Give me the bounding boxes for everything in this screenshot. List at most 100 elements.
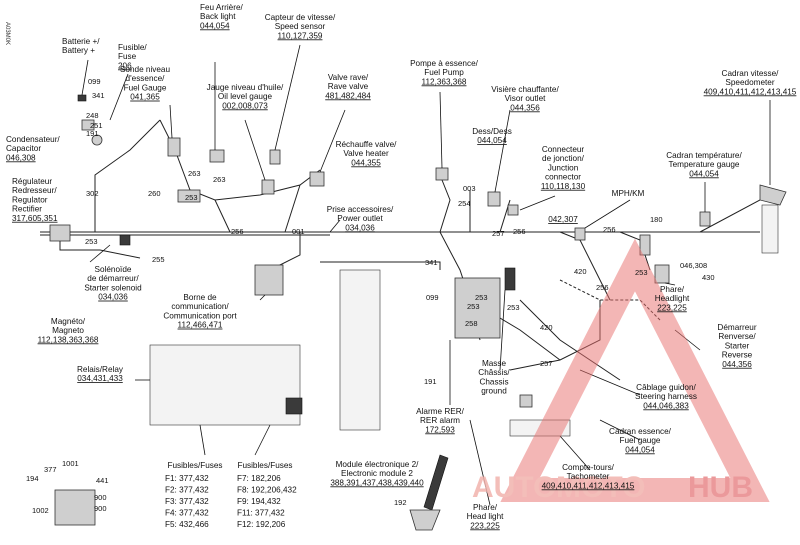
label-back-light-line: Back light xyxy=(200,12,236,21)
callout-number: 180 xyxy=(650,215,663,224)
callout-number: 253 xyxy=(475,293,488,302)
code-back-light: 044,054 xyxy=(200,21,230,30)
label-fuel-gauge-line: Cadran essence/ xyxy=(609,427,672,436)
callout-number: 194 xyxy=(26,474,39,483)
fusebox-bottom-icon xyxy=(54,489,96,526)
callout-number: 253 xyxy=(85,237,98,246)
label-junction-line: de jonction/ xyxy=(542,154,585,163)
label-rave-valve-line: Valve rave/ xyxy=(328,73,369,82)
callout-number: 248 xyxy=(86,111,99,120)
label-rer-alarm-line: RER alarm xyxy=(420,416,460,425)
callout-number: 003 xyxy=(463,184,476,193)
solenoid-connector-icon xyxy=(119,234,131,246)
callout-number: 263 xyxy=(213,175,226,184)
comm-port-icon xyxy=(254,264,284,296)
watermark-text-moto: MOTO xyxy=(556,471,645,504)
label-headlight-r-line: Headlight xyxy=(655,294,690,303)
code-speed-sensor: 110,127,359 xyxy=(278,31,323,40)
fuel-sender-icon xyxy=(167,137,181,157)
code-fuel-gauge: 044,054 xyxy=(625,445,655,454)
label-steering-harness-line: Câblage guidon/ xyxy=(636,383,696,392)
callout-number: 260 xyxy=(148,189,161,198)
label-oil-gauge-line: Oil level gauge xyxy=(218,92,273,101)
relay-icon xyxy=(285,397,303,415)
callout-number: 258 xyxy=(465,319,478,328)
label-chassis-ground-line: ground xyxy=(481,387,507,396)
label-temp-gauge-line: Temperature gauge xyxy=(668,160,739,169)
label-magneto-line: Magnéto/ xyxy=(51,317,86,326)
code-headlight-b: 223,225 xyxy=(470,521,500,530)
code-power-outlet: 034,036 xyxy=(345,223,375,232)
label-comm-port-line: Communication port xyxy=(163,311,237,320)
code-regulator: 317,605,351 xyxy=(12,214,58,223)
label-speedometer-line: Cadran vitesse/ xyxy=(722,69,780,78)
callout-number: 253 xyxy=(185,193,198,202)
label-capacitor-line: Capacitor xyxy=(6,144,41,153)
label-chassis-ground-line: Masse xyxy=(482,359,507,368)
chassis-ground-icon xyxy=(504,267,516,291)
label-rer-alarm-line: Alarme RER/ xyxy=(416,407,464,416)
label-chassis-ground-line: Châssis/ xyxy=(478,368,510,377)
code-relay: 034,431,433 xyxy=(77,374,123,383)
leader-lines xyxy=(81,44,771,506)
callout-number: 420 xyxy=(574,267,587,276)
code-fuse: 206 xyxy=(118,61,132,70)
callout-number: 256 xyxy=(596,283,609,292)
label-regulator-line: Régulateur xyxy=(12,177,52,186)
fuses-right-entry: F12: 192,206 xyxy=(237,520,286,529)
label-battery-line: Batterie +/ xyxy=(62,37,100,46)
fuses-left-entry: F1: 377,432 xyxy=(165,474,209,483)
callout-number: 341 xyxy=(425,258,438,267)
callout-number: 099 xyxy=(426,293,439,302)
callout-number: 341 xyxy=(92,91,105,100)
callout-number: 253 xyxy=(467,302,480,311)
fuse-relay-box xyxy=(149,344,301,426)
diagram-reference: A03M0K xyxy=(4,22,10,45)
label-regulator-line: Regulator xyxy=(12,195,48,204)
label-mph-km-line: MPH/KM xyxy=(612,189,645,198)
label-starter-solenoid-line: Solénoïde xyxy=(95,265,132,274)
label-starter-solenoid-line: Starter solenoid xyxy=(84,283,142,292)
label-rave-valve-line: Rave valve xyxy=(328,82,369,91)
fuses-right-entry: F8: 192,206,432 xyxy=(237,486,297,495)
callout-number: 263 xyxy=(188,169,201,178)
label-fuel-gauge-sender-line: d'essence/ xyxy=(126,74,166,83)
callout-number: 1002 xyxy=(32,506,49,515)
code-starter-reverse: 044,356 xyxy=(722,360,752,369)
speedometer-plug-icon xyxy=(761,204,779,254)
harness-connector-icon xyxy=(177,189,201,203)
callout-number: 253 xyxy=(635,268,648,277)
label-speedometer-line: Speedometer xyxy=(725,78,774,87)
label-valve-heater-line: Réchauffe valve/ xyxy=(336,140,398,149)
label-headlight-b-line: Phare/ xyxy=(473,503,498,512)
capacitor-terminal-icon xyxy=(91,134,103,146)
label-steering-harness-line: Steering harness xyxy=(635,392,697,401)
module2-probe-icon xyxy=(423,454,449,511)
label-fuel-gauge-line: Fuel gauge xyxy=(620,436,661,445)
code-visor-outlet: 044,356 xyxy=(510,103,540,112)
code-speedometer: 409,410,411,412,413,415 xyxy=(704,87,797,96)
label-relay-line: Relais/Relay xyxy=(77,365,124,374)
fuses-right-entry: F9: 194,432 xyxy=(237,497,281,506)
label-starter-reverse-line: Renverse/ xyxy=(718,332,756,341)
callout-number: 302 xyxy=(86,189,99,198)
label-module2-line: Module électronique 2/ xyxy=(336,460,420,469)
label-speed-sensor-line: Speed sensor xyxy=(275,22,326,31)
callout-number: 253 xyxy=(507,303,520,312)
label-back-light-line: Feu Arrière/ xyxy=(200,3,243,12)
watermark-text-auto: AUTO xyxy=(472,471,556,504)
code-magneto: 112,138,363,368 xyxy=(38,335,99,344)
callout-number: 1001 xyxy=(62,459,79,468)
callout-number: 001 xyxy=(292,227,305,236)
label-fuel-gauge-sender-line: Fuel Gauge xyxy=(124,83,167,92)
label-starter-reverse-line: Reverse xyxy=(722,351,753,360)
callout-number: 900 xyxy=(94,504,107,513)
label-headlight-r-line: Phare/ xyxy=(660,285,685,294)
label-battery-line: Battery + xyxy=(62,46,95,55)
callout-number: 046,308 xyxy=(680,261,707,270)
code-tachometer: 409,410,411,412,413,415 xyxy=(542,481,635,490)
visor-outlet-icon xyxy=(487,191,501,207)
label-fuel-gauge-sender-line: Sonde niveau xyxy=(120,65,171,74)
code-comm-port: 112,466,471 xyxy=(178,321,223,330)
